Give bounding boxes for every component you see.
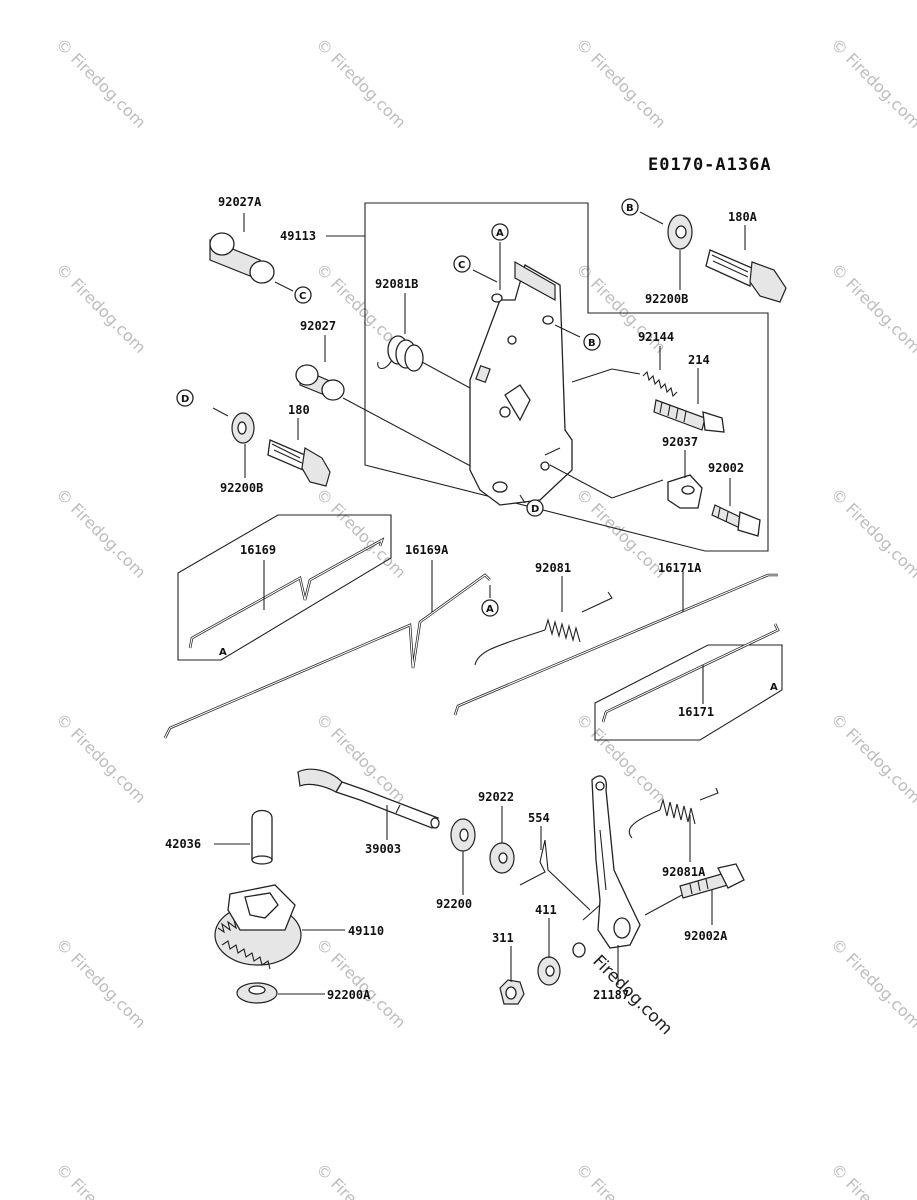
marker-b: B [588,338,596,349]
label-16169: 16169 [240,543,276,557]
label-16171: 16171 [678,705,714,719]
label-411: 411 [535,903,557,917]
spring-92144 [611,346,678,398]
reference-markers: A C C B B D D A A A [176,198,778,693]
lever-21187 [591,775,641,985]
spring-92081a [628,787,719,862]
label-92037: 92037 [662,435,698,449]
spring-92081 [474,576,613,666]
watermark: © Firedog.com [827,709,917,807]
label-554: 554 [528,811,550,825]
washer-92022 [489,806,515,874]
bolt-214 [653,368,725,433]
watermark: © Firedog.com [572,1159,670,1200]
label-49110: 49110 [348,924,384,938]
watermark: © Firedog.com [827,1159,917,1200]
nut-311 [499,946,525,1005]
watermark: © Firedog.com [312,934,410,1032]
watermark-layer: © Firedog.com © Firedog.com © Firedog.co… [52,34,917,1200]
washer-92200b-right [639,211,693,290]
watermark: © Firedog.com [52,934,150,1032]
marker-c: C [299,291,306,302]
label-92144: 92144 [638,330,674,344]
watermark: © Firedog.com [312,34,410,132]
label-92200b-right: 92200B [645,292,688,306]
part-labels: 92027A 49113 92081B 92027 180 92200B 180… [165,195,758,1002]
label-49113: 49113 [280,229,316,243]
watermark: © Firedog.com [827,34,917,132]
plate-group-box [326,202,769,552]
watermark: © Firedog.com [52,1159,150,1200]
spring-92081b [377,293,471,389]
marker-b: B [626,203,634,214]
label-92081b: 92081B [375,277,418,291]
label-92200: 92200 [436,897,472,911]
label-42036: 42036 [165,837,201,851]
marker-a: A [496,228,504,239]
watermark: © Firedog.com [572,484,670,582]
rod-16169-box [177,514,392,661]
label-16171a: 16171A [658,561,702,575]
watermark: © Firedog.com [312,1159,410,1200]
watermark: © Firedog.com [827,934,917,1032]
marker-d: D [531,504,539,515]
label-39003: 39003 [365,842,401,856]
watermark: © Firedog.com [52,34,150,132]
label-92022: 92022 [478,790,514,804]
watermark: © Firedog.com [52,709,150,807]
rod-16169a [163,560,491,739]
marker-a-box: A [770,682,778,693]
spacer-92027 [295,335,479,471]
bolt-92002a [644,863,745,925]
watermark: © Firedog.com [572,709,670,807]
label-21187: 21187 [593,988,629,1002]
washer-92200 [450,818,476,895]
label-16169a: 16169A [405,543,449,557]
marker-d: D [181,394,189,405]
diagram-code: E0170-A136A [648,155,772,175]
watermark: © Firedog.com [827,259,917,357]
label-92002a: 92002A [684,929,728,943]
label-92200b-left: 92200B [220,481,263,495]
bolt-180a [705,225,787,303]
marker-a: A [486,604,494,615]
spacer-92027a [209,213,294,292]
ring-small [572,904,601,958]
label-92200a: 92200A [327,988,371,1002]
label-92081: 92081 [535,561,571,575]
washer-92200a [236,982,325,1004]
clamp-92037 [667,450,703,509]
label-180a: 180A [728,210,758,224]
watermark: © Firedog.com [572,34,670,132]
cap-42036 [214,809,273,865]
gear-49110 [214,884,345,970]
rod-16171a [453,571,778,716]
clip-554 [519,826,591,911]
bolt-92002 [711,478,761,537]
label-180: 180 [288,403,310,417]
marker-c: C [458,260,465,271]
label-92002: 92002 [708,461,744,475]
label-214: 214 [688,353,710,367]
rod-16171-box [594,623,783,741]
watermark: © Firedog.com [52,259,150,357]
shaft-39003 [297,768,440,840]
watermark: © Firedog.com [827,484,917,582]
watermark: © Firedog.com [52,484,150,582]
label-92027: 92027 [300,319,336,333]
label-311: 311 [492,931,514,945]
control-plate-49113 [469,260,573,506]
washer-92200b-left [231,412,255,478]
washer-411 [537,918,561,986]
marker-a-box: A [219,647,227,658]
bolt-180 [267,418,331,487]
label-92081a: 92081A [662,865,706,879]
label-92027a: 92027A [218,195,262,209]
watermark: © Firedog.com [312,484,410,582]
